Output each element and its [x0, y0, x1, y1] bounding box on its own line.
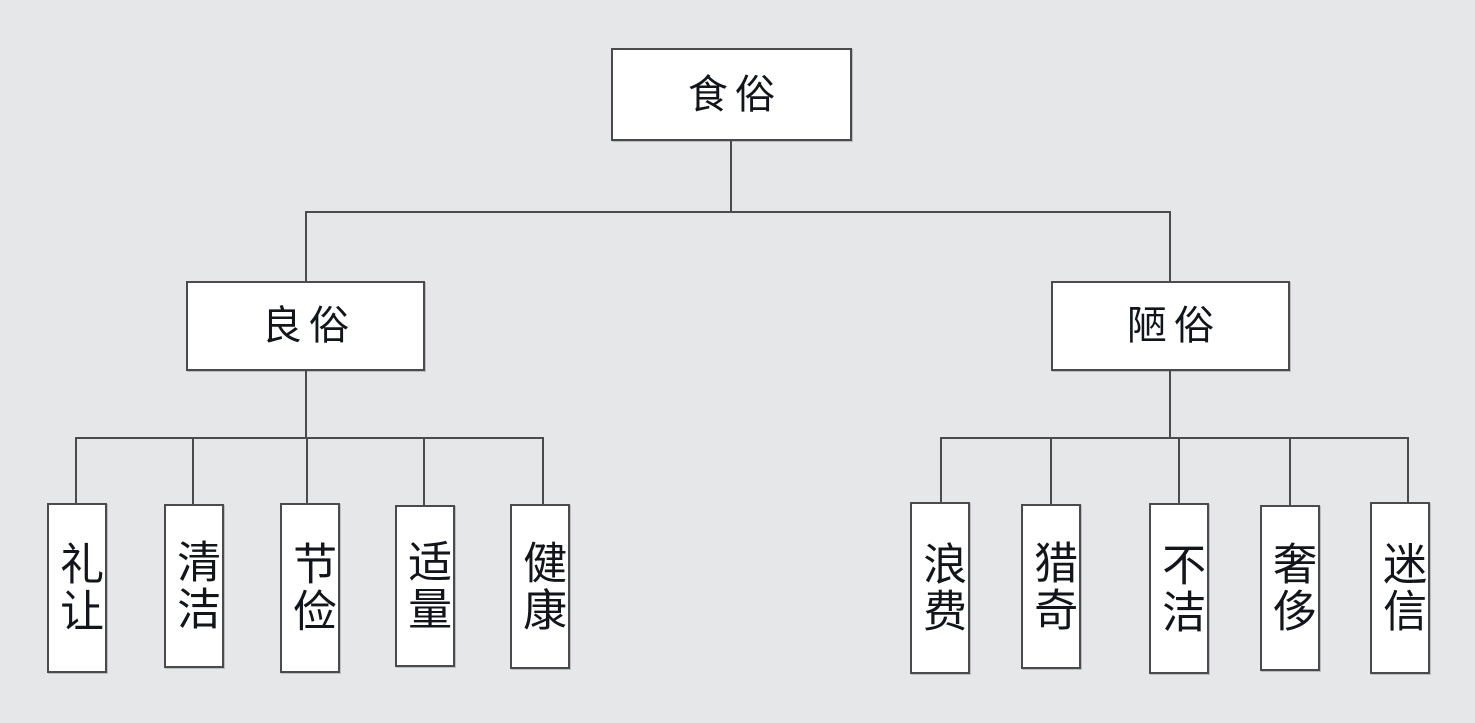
node-branch-lousu-label: 陋俗 [1126, 303, 1222, 349]
connector-right-leaf-bus [940, 437, 1409, 439]
connector-lousu-stem [1169, 371, 1171, 439]
node-leaf-shiliang[interactable]: 适量 [395, 505, 455, 667]
connector-root-stem [730, 141, 732, 212]
connector-drop-shiliang [423, 437, 425, 505]
connector-liangsu-stem [305, 371, 307, 439]
node-leaf-lieqi[interactable]: 猎奇 [1021, 504, 1081, 669]
node-leaf-bujie[interactable]: 不洁 [1149, 503, 1209, 674]
connector-drop-lousu [1169, 211, 1171, 281]
node-branch-liangsu-label: 良俗 [261, 303, 357, 349]
connector-level2-bus [305, 211, 1171, 213]
connector-drop-liangsu [305, 211, 307, 281]
node-leaf-shechi-label: 奢侈 [1265, 541, 1317, 635]
node-leaf-jiejian[interactable]: 节俭 [280, 503, 340, 673]
connector-left-leaf-bus [75, 437, 544, 439]
connector-drop-lirang [75, 437, 77, 504]
connector-drop-jiejian [306, 437, 308, 504]
node-branch-lousu[interactable]: 陋俗 [1051, 281, 1290, 371]
node-leaf-langfei[interactable]: 浪费 [910, 502, 970, 674]
connector-drop-bujie [1178, 437, 1180, 504]
node-leaf-lirang-label: 礼让 [52, 541, 104, 635]
node-leaf-lirang[interactable]: 礼让 [47, 503, 107, 673]
node-leaf-shiliang-label: 适量 [400, 539, 452, 633]
connector-drop-shechi [1289, 437, 1291, 506]
connector-drop-mixin [1407, 437, 1409, 503]
connector-drop-jiankang [542, 437, 544, 504]
connector-drop-langfei [940, 437, 942, 503]
node-branch-liangsu[interactable]: 良俗 [186, 281, 425, 371]
node-leaf-jiejian-label: 节俭 [285, 541, 337, 635]
connector-drop-lieqi [1050, 437, 1052, 505]
node-leaf-shechi[interactable]: 奢侈 [1260, 505, 1320, 671]
node-leaf-mixin[interactable]: 迷信 [1370, 502, 1430, 674]
node-leaf-bujie-label: 不洁 [1154, 541, 1206, 636]
node-root-label: 食俗 [687, 71, 783, 118]
node-leaf-qingjie-label: 清洁 [169, 539, 221, 633]
node-leaf-mixin-label: 迷信 [1375, 541, 1427, 635]
node-root[interactable]: 食俗 [611, 48, 852, 141]
node-leaf-jiankang-label: 健康 [515, 539, 567, 634]
node-leaf-lieqi-label: 猎奇 [1026, 539, 1078, 634]
connector-drop-qingjie [192, 437, 194, 504]
node-leaf-qingjie[interactable]: 清洁 [164, 504, 224, 668]
node-leaf-jiankang[interactable]: 健康 [510, 504, 570, 669]
node-leaf-langfei-label: 浪费 [915, 541, 967, 635]
